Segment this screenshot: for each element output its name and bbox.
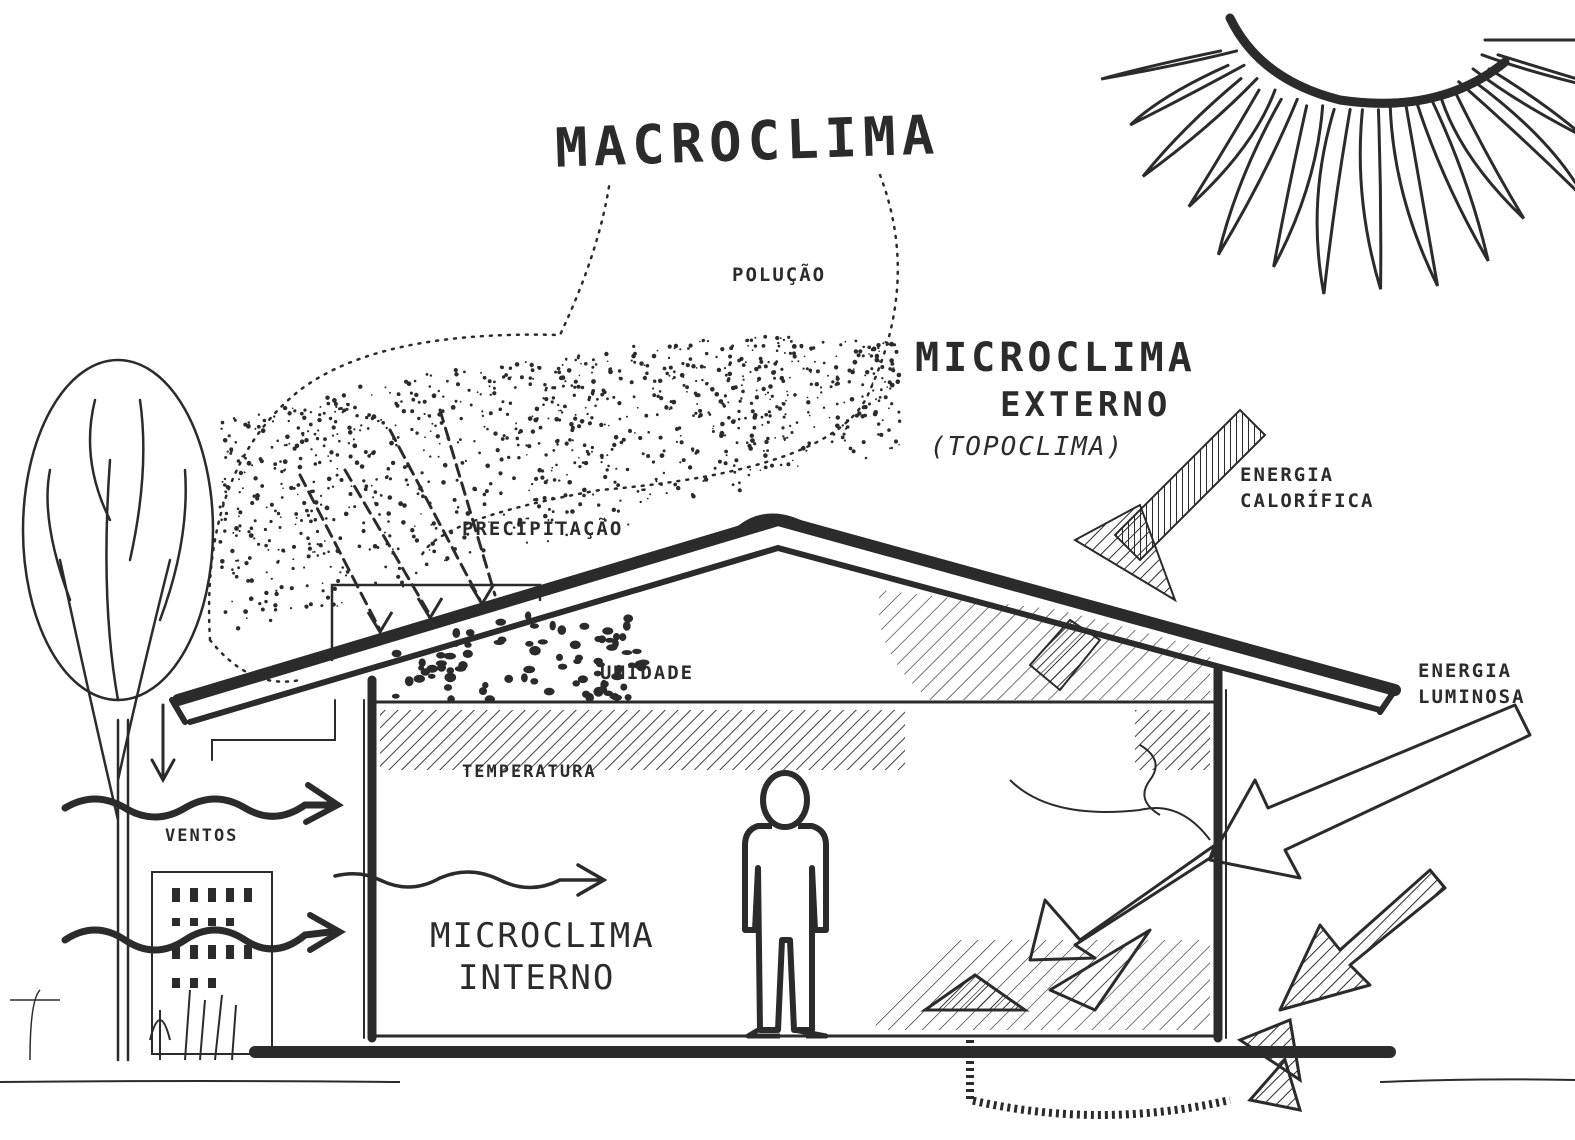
cloud-outline bbox=[209, 175, 898, 682]
label-precipitacao: PRECIPITAÇÃO bbox=[462, 518, 623, 540]
label-temperatura: TEMPERATURA bbox=[462, 762, 597, 782]
label-microclima-externo-1: MICROCLIMA bbox=[915, 335, 1196, 381]
sun-icon bbox=[1101, 18, 1575, 294]
person-icon bbox=[745, 773, 826, 1036]
ground-line bbox=[0, 1079, 1575, 1082]
label-microclima-interno-1: MICROCLIMA bbox=[430, 916, 655, 956]
label-energia-luminosa-2: LUMINOSA bbox=[1418, 686, 1526, 708]
label-microclima-interno-2: INTERNO bbox=[458, 958, 615, 998]
label-energia-luminosa-1: ENERGIA bbox=[1418, 660, 1512, 682]
label-energia-calorifica-2: CALORÍFICA bbox=[1240, 490, 1374, 512]
label-poluicao: POLUÇÃO bbox=[732, 264, 826, 286]
label-microclima-externo-2: EXTERNO bbox=[1000, 385, 1171, 425]
heat-zone bbox=[879, 590, 1210, 700]
tree-icon bbox=[23, 360, 213, 1060]
label-ventos: VENTOS bbox=[165, 826, 238, 846]
label-energia-calorifica-1: ENERGIA bbox=[1240, 464, 1334, 486]
floor-shade bbox=[870, 940, 1210, 1030]
label-macroclima: MACROCLIMA bbox=[554, 103, 941, 179]
label-umidade: UMIDADE bbox=[600, 662, 694, 684]
label-topoclima: (TOPOCLIMA) bbox=[930, 432, 1124, 462]
background-building bbox=[10, 872, 272, 1060]
